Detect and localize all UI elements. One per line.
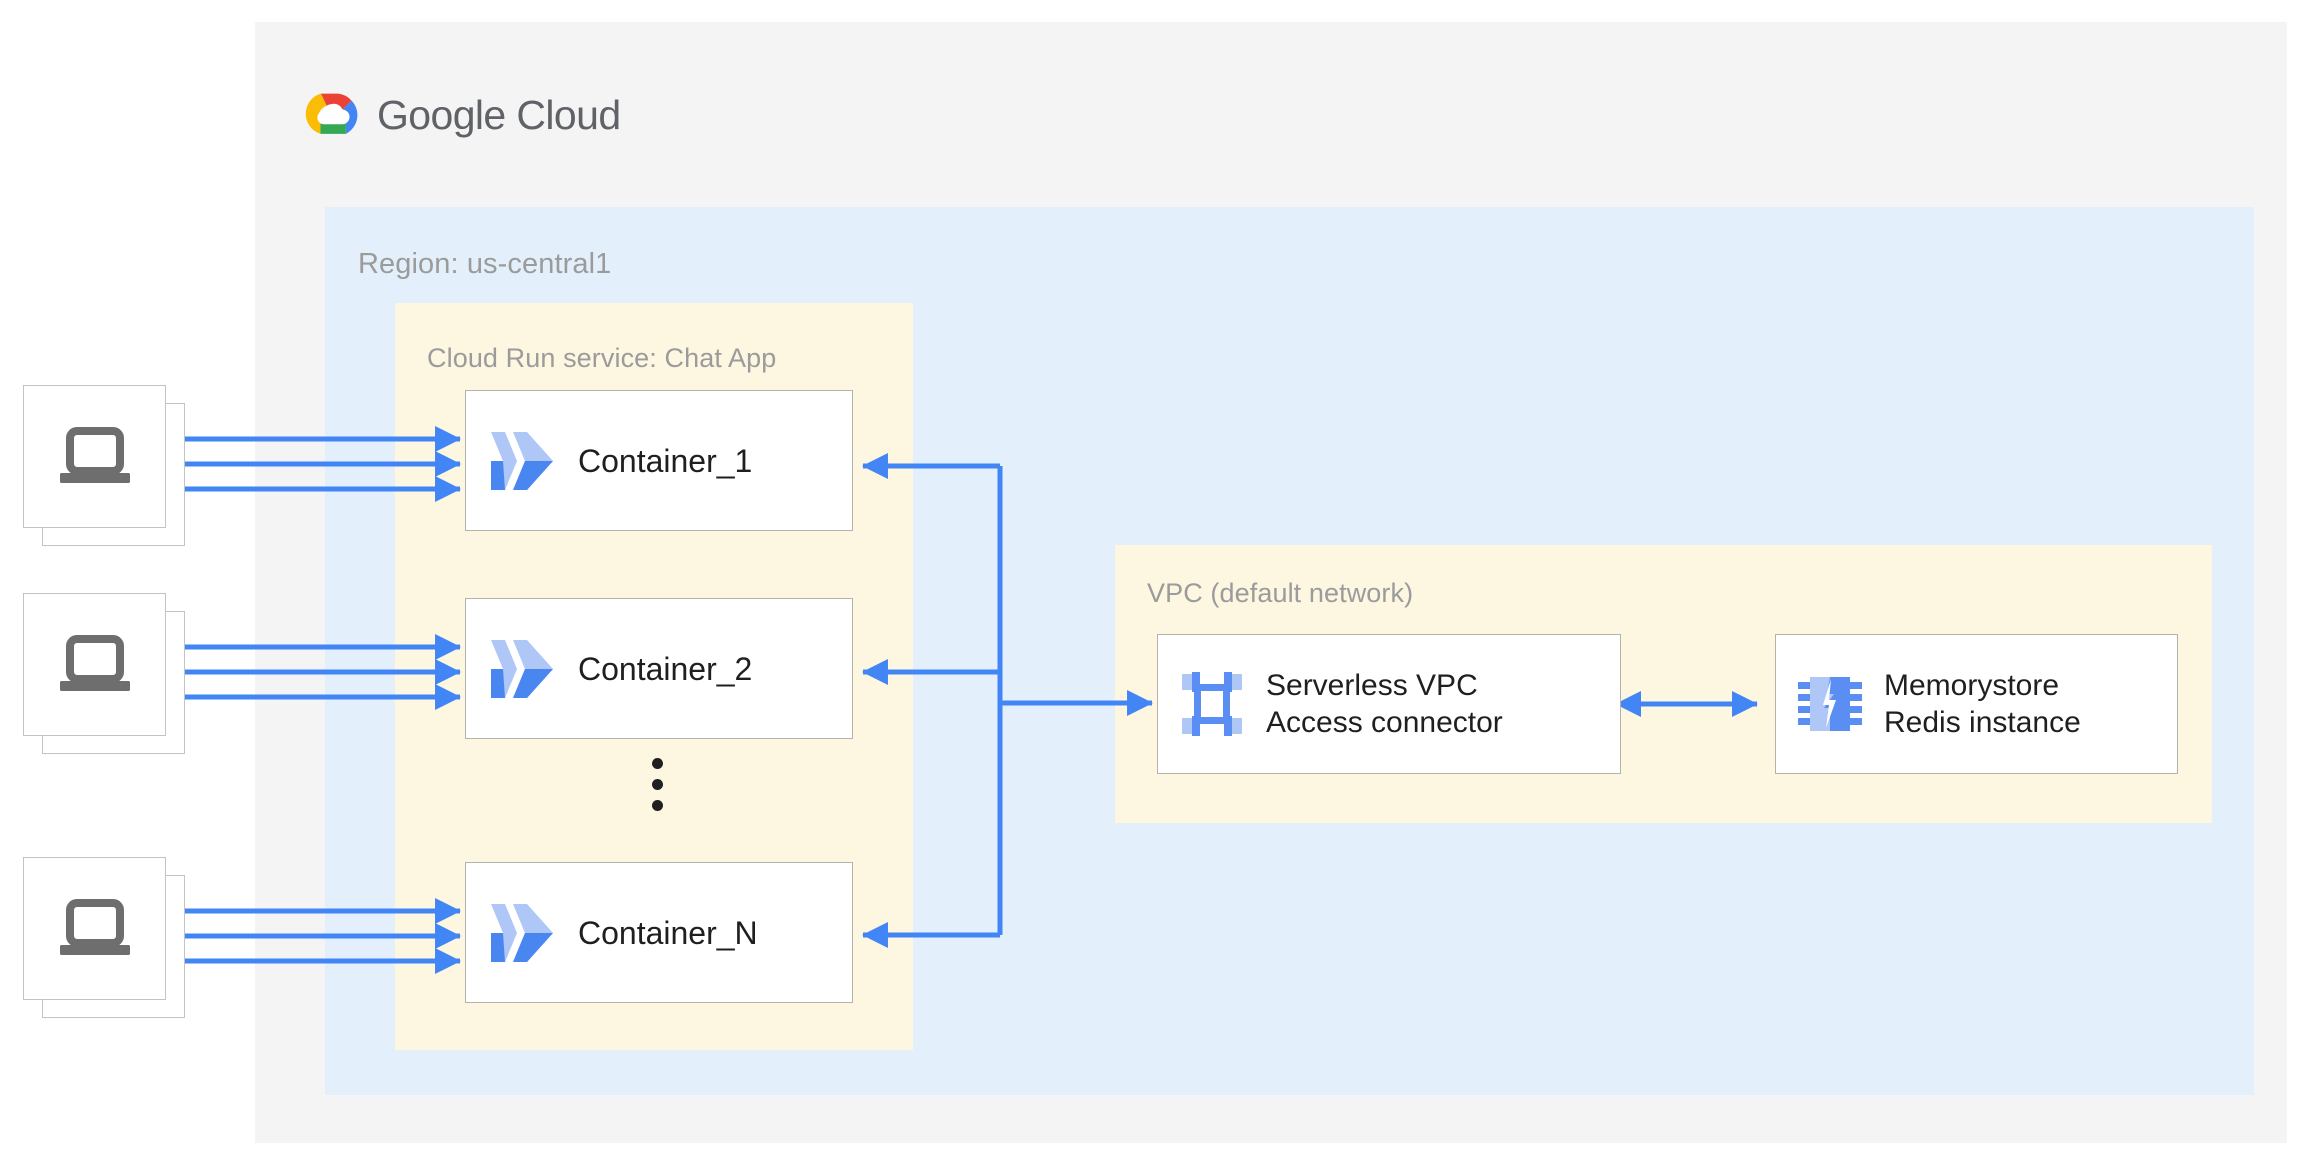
laptop-icon (59, 634, 130, 691)
cloud-run-icon (491, 639, 553, 698)
container-node-label: Container_N (578, 914, 758, 951)
logo-word-google: Google (377, 91, 506, 138)
ellipsis-dot (652, 779, 663, 790)
google-cloud-branding: Google Cloud (303, 91, 621, 139)
container-node-2[interactable]: Container_2 (465, 598, 853, 739)
region-label: Region: us-central1 (358, 248, 612, 280)
cloud-run-service-label: Cloud Run service: Chat App (427, 343, 777, 373)
container-node-label: Container_2 (578, 650, 753, 687)
google-cloud-wordmark: Google Cloud (377, 92, 621, 139)
container-node-label: Container_1 (578, 442, 753, 479)
client-stack-front-card (23, 593, 166, 736)
cloud-run-icon-slot (466, 900, 578, 966)
laptop-icon (59, 426, 130, 483)
client-stack-front-card (23, 385, 166, 528)
ellipsis-dot (652, 800, 663, 811)
memorystore-redis-icon (1798, 677, 1862, 731)
container-node-1[interactable]: Container_1 (465, 390, 853, 531)
client-stack-2 (23, 593, 213, 765)
cloud-run-icon-slot (466, 428, 578, 494)
cloud-run-icon-slot (466, 636, 578, 702)
client-stack-1 (23, 385, 213, 557)
container-node-n[interactable]: Container_N (465, 862, 853, 1003)
memorystore-label: Memorystore Redis instance (1884, 668, 2081, 740)
google-cloud-logo-icon (305, 93, 358, 134)
memorystore-redis-node[interactable]: Memorystore Redis instance (1775, 634, 2178, 774)
ellipsis-dot (652, 758, 663, 769)
logo-word-cloud: Cloud (516, 91, 621, 138)
cloud-run-icon (491, 431, 553, 490)
serverless-vpc-access-connector-node[interactable]: Serverless VPC Access connector (1157, 634, 1621, 774)
client-stack-3 (23, 857, 213, 1029)
serverless-vpc-icon-slot (1158, 670, 1266, 738)
cloud-run-icon (491, 903, 553, 962)
memorystore-icon-slot (1776, 670, 1884, 738)
vpc-label: VPC (default network) (1147, 578, 1414, 608)
client-stack-front-card (23, 857, 166, 1000)
serverless-vpc-access-connector-icon (1182, 672, 1242, 736)
containers-ellipsis-icon (652, 758, 663, 811)
vpc-connector-label: Serverless VPC Access connector (1266, 668, 1503, 740)
laptop-icon (59, 898, 130, 955)
